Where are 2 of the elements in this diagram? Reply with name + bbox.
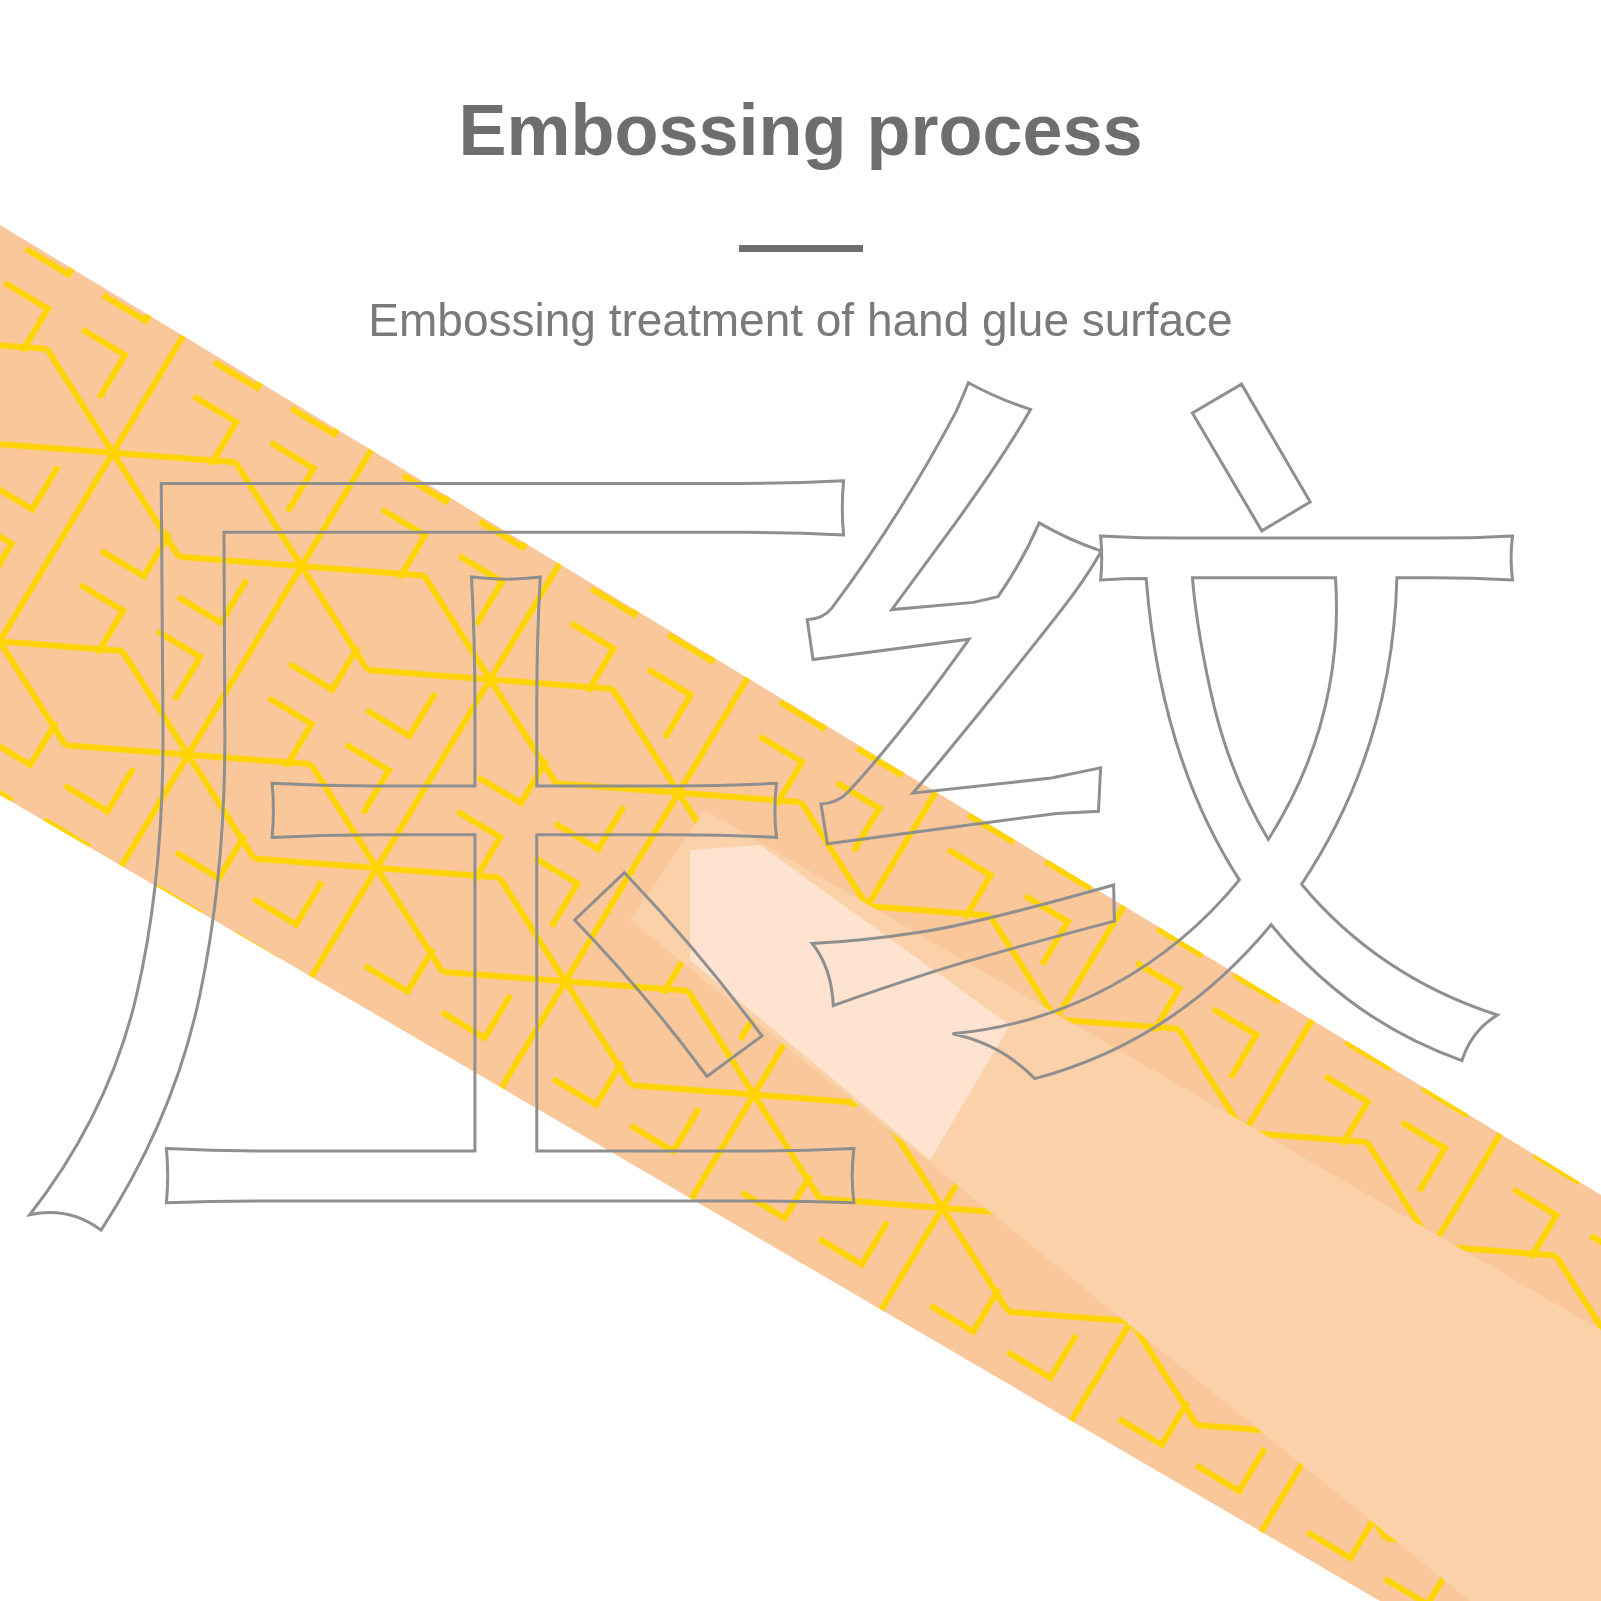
title: Embossing process [458, 89, 1143, 172]
subtitle: Embossing treatment of hand glue surface [368, 293, 1233, 348]
